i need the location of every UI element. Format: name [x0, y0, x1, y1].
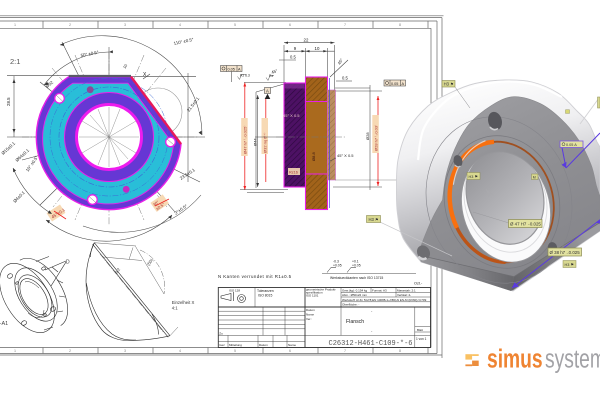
svg-text:A-A1: A-A1 — [0, 321, 8, 327]
svg-text:M: M — [533, 175, 536, 179]
svg-text:6.2: 6.2 — [114, 266, 122, 274]
svg-text:10: 10 — [315, 46, 320, 51]
svg-text:Ø52: Ø52 — [45, 79, 55, 88]
svg-text:X: X — [143, 72, 147, 78]
svg-text:45°: 45° — [337, 57, 345, 65]
svg-text:-: - — [371, 308, 373, 313]
svg-text:0.05 A: 0.05 A — [566, 143, 577, 147]
svg-text:N Kanten verrundet mit R1±0.5: N Kanten verrundet mit R1±0.5 — [218, 274, 292, 279]
svg-text:D: D — [66, 260, 70, 266]
svg-text:ISO 8015: ISO 8015 — [258, 294, 272, 298]
svg-text:(50): (50) — [146, 257, 155, 266]
svg-text:Blatt: Blatt — [417, 328, 423, 332]
svg-text:1: 1 — [14, 23, 16, 27]
svg-text:Einzelheit X: Einzelheit X — [172, 300, 195, 305]
svg-text:+0.1: +0.1 — [352, 260, 359, 264]
svg-text:±0.5°: ±0.5° — [155, 201, 166, 211]
svg-text:Datum: Datum — [306, 308, 315, 312]
svg-text:2: 2 — [69, 349, 71, 353]
svg-text:Ver.:: Ver.: — [306, 317, 312, 321]
svg-text:30°: 30° — [152, 199, 160, 207]
svg-text:Oberfläche: -: Oberfläche: - — [342, 303, 359, 307]
svg-text:Rz16: Rz16 — [289, 171, 298, 175]
svg-text:geometrische Produkt-: geometrische Produkt- — [306, 288, 336, 292]
svg-text:6: 6 — [289, 23, 291, 27]
svg-text:Name: Name — [306, 312, 314, 316]
svg-text:4:1: 4:1 — [172, 306, 179, 311]
svg-text:1: 1 — [14, 349, 16, 353]
svg-text:Flansch: Flansch — [346, 319, 364, 325]
svg-text:Werkstueckkanten nach ISO 1371: Werkstueckkanten nach ISO 13715 — [330, 276, 383, 280]
svg-text:H3 ⚑: H3 ⚑ — [444, 82, 454, 87]
svg-text:Abm.: Ø50x22 mm: Abm.: Ø50x22 mm — [342, 293, 368, 297]
svg-text:Ø 47 H7 ₋0.025: Ø 47 H7 ₋0.025 — [510, 222, 541, 227]
svg-text:H3 ⚑: H3 ⚑ — [565, 263, 574, 267]
svg-text:Rz 6.3: Rz 6.3 — [240, 74, 250, 78]
svg-text:110° ±0.5°: 110° ±0.5° — [173, 37, 194, 46]
svg-text:2:1: 2:1 — [10, 57, 20, 66]
svg-text:5: 5 — [234, 23, 236, 27]
svg-text:2: 2 — [69, 23, 71, 27]
svg-text:45° X 0.5: 45° X 0.5 — [283, 113, 300, 118]
svg-text:28.5: 28.5 — [6, 97, 11, 106]
svg-text:0.5: 0.5 — [342, 76, 348, 81]
svg-text:Datum: Datum — [259, 343, 268, 347]
svg-text:Ø28 h7 ⁽₊0.03⁾: Ø28 h7 ⁽₊0.03⁾ — [373, 125, 378, 151]
svg-text:ISO 1101: ISO 1101 — [306, 294, 319, 298]
svg-text:A: A — [238, 67, 241, 71]
svg-text:A: A — [266, 88, 269, 93]
svg-text:45°: 45° — [271, 68, 279, 75]
svg-text:Ø8.8: Ø8.8 — [311, 152, 316, 161]
svg-text:Vertikal: 2-: Vertikal: 2- — [397, 293, 411, 297]
svg-text:3: 3 — [124, 349, 126, 353]
svg-text:H3 ⚑: H3 ⚑ — [369, 217, 379, 222]
svg-text:spezifikation: spezifikation — [306, 291, 323, 295]
svg-text:simus: simus — [487, 344, 543, 374]
svg-text:50° ±0.5°: 50° ±0.5° — [80, 50, 99, 58]
svg-text:7: 7 — [344, 23, 346, 27]
svg-text:-0.3: -0.3 — [333, 260, 339, 264]
svg-text:4: 4 — [179, 23, 181, 27]
svg-text:45° X 0.5: 45° X 0.5 — [337, 153, 354, 158]
svg-text:5: 5 — [234, 349, 236, 353]
svg-text:Mitteilung: Mitteilung — [229, 343, 242, 347]
svg-text:22: 22 — [304, 38, 309, 43]
svg-text:C26312-H461-C109-*-6: C26312-H461-C109-*-6 — [329, 340, 413, 348]
svg-text:Ø 38 h7 ₋0.025: Ø 38 h7 ₋0.025 — [550, 250, 581, 255]
svg-text:4: 4 — [179, 349, 181, 353]
svg-text:Massstab: 2:1: Massstab: 2:1 — [397, 288, 416, 292]
svg-text:H3 ⚑: H3 ⚑ — [469, 175, 478, 179]
svg-text:A: A — [402, 82, 405, 86]
svg-text:Ozt.-: Ozt.- — [414, 282, 423, 286]
svg-text:Ø28: Ø28 — [365, 132, 370, 140]
svg-text:Rz: Rz — [269, 74, 273, 78]
svg-text:Gez: Gez — [219, 343, 225, 347]
svg-text:8: 8 — [399, 23, 401, 27]
svg-text:0.05: 0.05 — [228, 67, 235, 71]
svg-text:1 von 1: 1 von 1 — [416, 337, 427, 341]
svg-text:9: 9 — [294, 46, 297, 51]
svg-text:+0.05: +0.05 — [333, 264, 342, 268]
svg-text:Ø32 mj 6⁽⁺⁾: Ø32 mj 6⁽⁺⁾ — [263, 133, 268, 153]
svg-text:Ø47 h7 ⁽₋0.025⁾: Ø47 h7 ⁽₋0.025⁾ — [242, 126, 247, 154]
svg-text:8: 8 — [399, 349, 401, 353]
svg-text:6: 6 — [289, 349, 291, 353]
svg-text:Gew.(kg): 0.154 kg: Gew.(kg): 0.154 kg — [342, 288, 368, 292]
svg-text:Name: Name — [288, 343, 296, 347]
svg-text:0.05: 0.05 — [391, 82, 398, 86]
svg-text:Ø44: Ø44 — [253, 138, 258, 146]
svg-text:10: 10 — [122, 62, 129, 69]
svg-text:+0.05: +0.05 — [352, 264, 361, 268]
svg-text:Werkstoff: Al Zn 5G78;EN 10088: Werkstoff: Al Zn 5G78;EN 10088-1+XB0;Al … — [342, 298, 427, 302]
svg-text:3: 3 — [124, 23, 126, 27]
svg-text:Format: A3: Format: A3 — [372, 288, 387, 292]
svg-text:systems: systems — [545, 344, 600, 374]
svg-text:0.5: 0.5 — [290, 55, 296, 60]
svg-text:Toleranzen: Toleranzen — [257, 289, 274, 293]
svg-text:Zu: Zu — [219, 332, 223, 336]
svg-text:7: 7 — [344, 349, 346, 353]
svg-text:-: - — [371, 328, 373, 333]
svg-text:ISO 128: ISO 128 — [229, 289, 240, 293]
